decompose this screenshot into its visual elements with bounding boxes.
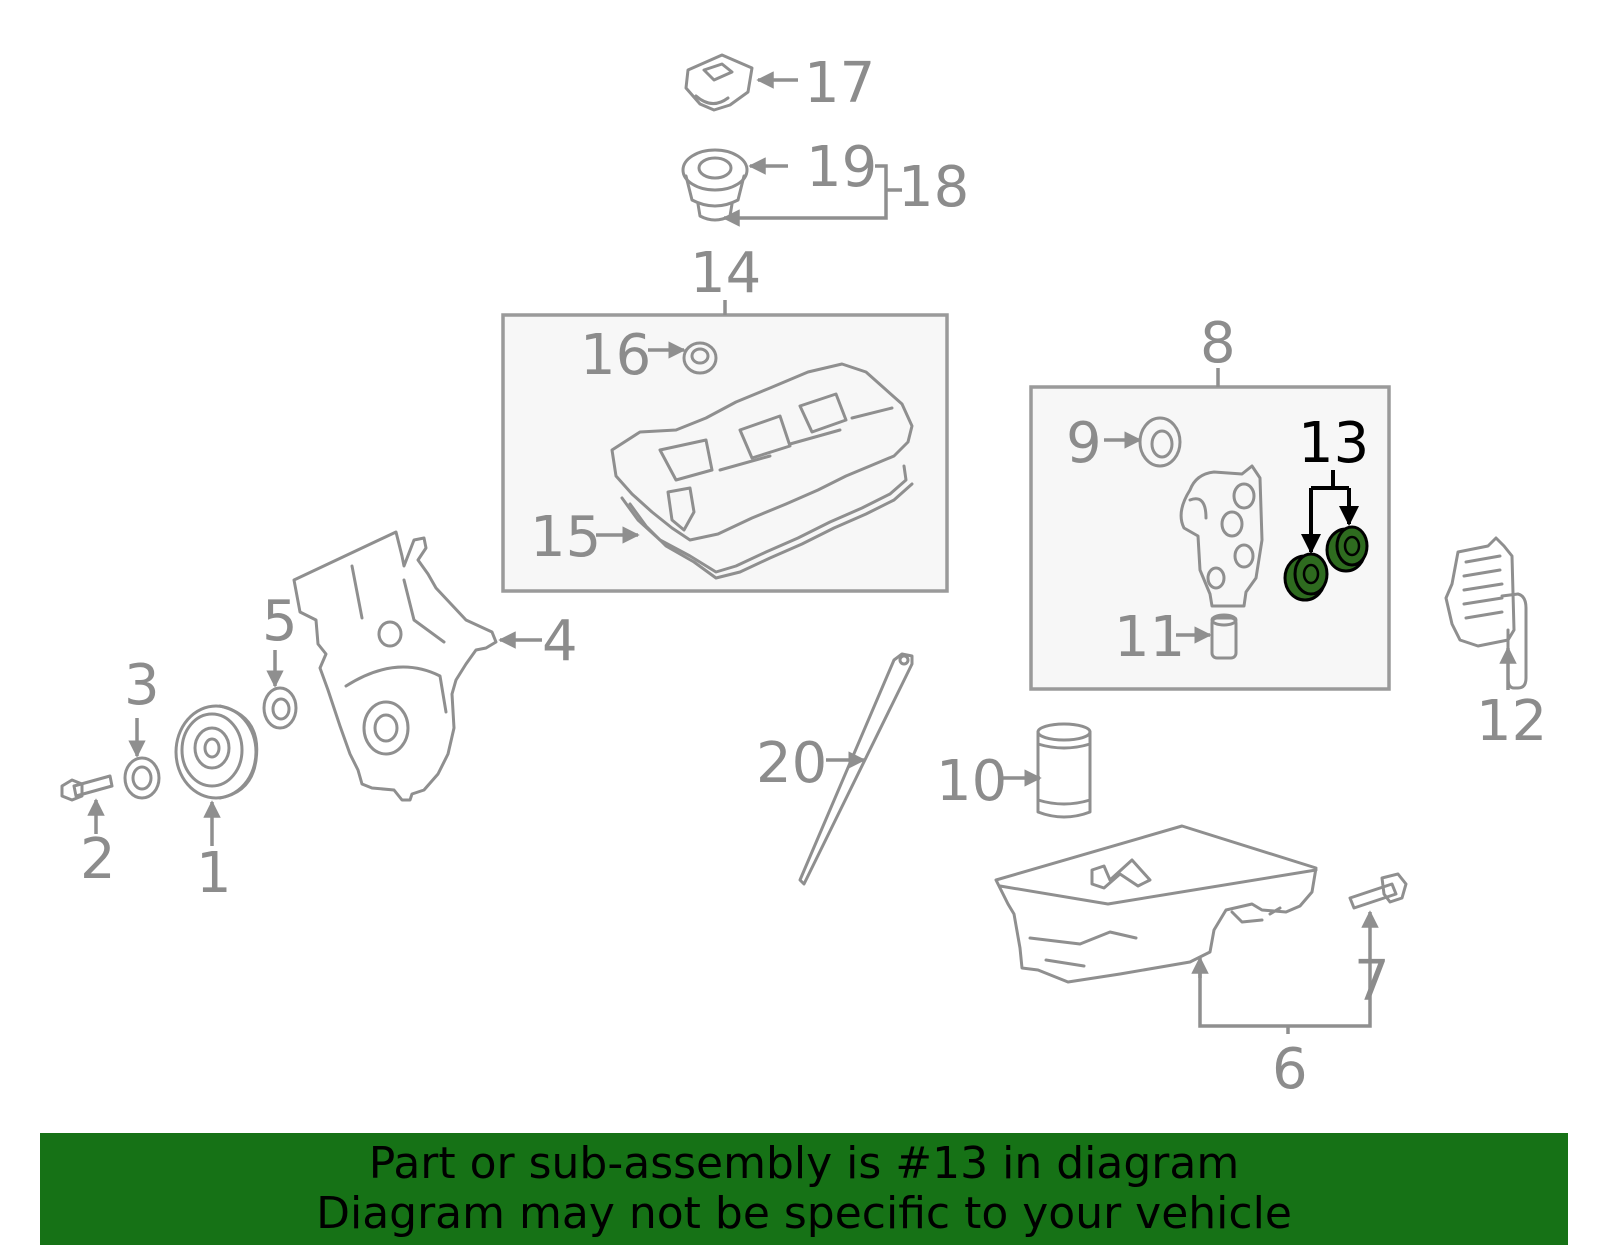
callout-19: 19 bbox=[806, 135, 877, 200]
banner-line-1: Part or sub-assembly is #13 in diagram bbox=[368, 1138, 1240, 1189]
callout-15: 15 bbox=[530, 505, 601, 570]
part-7-bolt[interactable] bbox=[1348, 872, 1408, 910]
part-19-filler-neck[interactable] bbox=[681, 148, 749, 222]
callout-5: 5 bbox=[262, 589, 298, 654]
callout-1: 1 bbox=[196, 841, 232, 906]
banner-line-2: Diagram may not be specific to your vehi… bbox=[316, 1188, 1292, 1239]
part-1-pulley[interactable] bbox=[174, 704, 259, 800]
callout-2: 2 bbox=[80, 827, 116, 892]
callout-12: 12 bbox=[1476, 689, 1547, 754]
callout-3: 3 bbox=[124, 653, 160, 718]
valve-cover-box bbox=[501, 313, 949, 593]
callout-18: 18 bbox=[898, 155, 969, 220]
part-2-bolt[interactable] bbox=[60, 774, 114, 802]
part-15-gasket[interactable] bbox=[620, 464, 914, 580]
part-8-filter-housing[interactable] bbox=[1179, 464, 1264, 608]
part-13-seal-right[interactable] bbox=[1325, 525, 1369, 573]
part-4-timing-cover[interactable] bbox=[292, 530, 498, 802]
callout-8: 8 bbox=[1200, 311, 1236, 376]
part-20-dipstick[interactable] bbox=[798, 652, 914, 886]
callout-10: 10 bbox=[936, 749, 1007, 814]
part-3-seal[interactable] bbox=[123, 756, 161, 800]
callout-16: 16 bbox=[580, 323, 651, 388]
part-13-seal-left[interactable] bbox=[1283, 552, 1329, 602]
part-11-tube[interactable] bbox=[1210, 613, 1238, 660]
part-14-valve-cover[interactable] bbox=[610, 362, 914, 542]
part-5-washer[interactable] bbox=[262, 686, 298, 730]
callout-4: 4 bbox=[542, 609, 578, 674]
callout-7: 7 bbox=[1354, 949, 1390, 1014]
callout-6: 6 bbox=[1272, 1037, 1308, 1102]
part-12-oil-cooler[interactable] bbox=[1444, 536, 1528, 690]
callout-9: 9 bbox=[1066, 411, 1102, 476]
part-10-oil-filter[interactable] bbox=[1036, 722, 1092, 819]
part-6-oil-pan[interactable] bbox=[994, 824, 1318, 984]
callout-20: 20 bbox=[756, 731, 827, 796]
callout-17: 17 bbox=[804, 51, 875, 116]
callout-14: 14 bbox=[690, 241, 761, 306]
info-banner: Part or sub-assembly is #13 in diagram D… bbox=[40, 1133, 1568, 1245]
callout-13: 13 bbox=[1298, 411, 1369, 476]
part-17-oil-cap[interactable] bbox=[684, 53, 754, 112]
callout-11: 11 bbox=[1114, 605, 1185, 670]
